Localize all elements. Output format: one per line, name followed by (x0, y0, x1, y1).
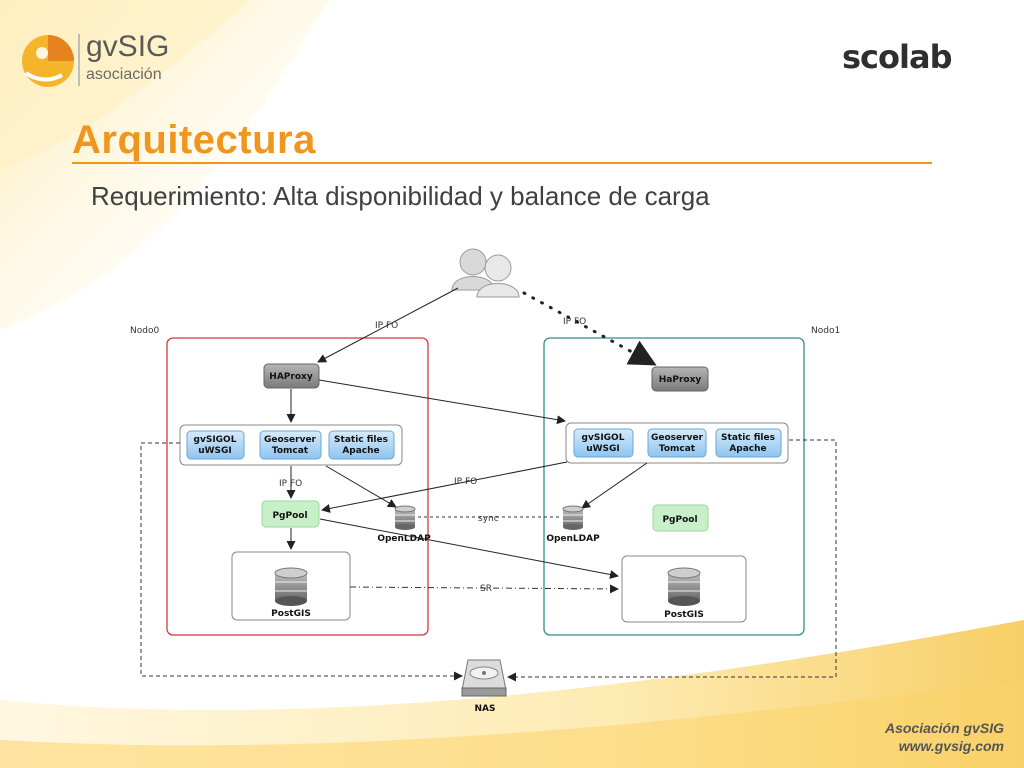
apps1-gvsigol-l2: uWSGI (586, 444, 620, 454)
edge-apps0-ldap0 (325, 465, 397, 508)
edge-label-ipfo-4: IP FO (454, 477, 477, 487)
apps1-static-l2: Apache (729, 444, 766, 454)
edge-label-sr: SR (480, 584, 492, 594)
edge-node1-nas (507, 439, 837, 682)
edge-label-ipfo-3: IP FO (279, 479, 302, 489)
openldap0-icon (394, 505, 416, 530)
haproxy0-label: HAProxy (269, 372, 313, 382)
apps1-gvsigol-l1: gvSIGOL (582, 433, 625, 443)
apps1-static-l1: Static files (721, 433, 775, 443)
edge-users-haproxy0 (317, 287, 459, 363)
apps0-geoserver-l2: Tomcat (272, 446, 309, 456)
nas-label: NAS (475, 704, 496, 714)
apps1-gvsigol-box (573, 428, 634, 458)
edge-apps1-pgpool0 (321, 461, 568, 513)
edge-node0-nas (140, 442, 463, 681)
apps0-gvsigol-l2: uWSGI (198, 446, 232, 456)
gvsig-logo-icon (22, 35, 74, 87)
pgpool0-box (261, 500, 320, 528)
edge-sr (349, 584, 619, 594)
apps0-static-l2: Apache (342, 446, 379, 456)
edge-haproxy0-apps1 (318, 379, 566, 425)
node1-container (543, 337, 805, 636)
postgis1-label: PostGIS (664, 610, 704, 620)
haproxy1-label: HaProxy (659, 375, 702, 385)
haproxy1-box (651, 366, 709, 392)
pgpool1-label: PgPool (662, 515, 697, 525)
node1-label: Nodo1 (811, 326, 840, 336)
apps0-geoserver-box (259, 430, 322, 460)
openldap1-label: OpenLDAP (546, 534, 600, 544)
postgis0-db-icon (274, 567, 308, 606)
edge-label-ipfo-2: IP FO (563, 317, 586, 327)
apps1-geoserver-l2: Tomcat (659, 444, 696, 454)
openldap0-label: OpenLDAP (377, 534, 431, 544)
title-underline (72, 162, 932, 164)
page-subtitle: Requerimiento: Alta disponibilidad y bal… (91, 181, 710, 211)
edge-apps1-ldap1 (581, 462, 648, 509)
apps0-gvsigol-l1: gvSIGOL (194, 435, 237, 445)
nas-drive-icon (461, 659, 507, 697)
logo-divider (78, 34, 80, 86)
logo-gvsig-text: gvSIG (86, 30, 170, 63)
pgpool1-box (652, 504, 709, 532)
apps0-geoserver-l1: Geoserver (264, 435, 317, 445)
logo-asociacion-text: asociación (86, 66, 162, 83)
edge-pgpool0-postgis1 (319, 518, 619, 579)
apps0-static-l1: Static files (334, 435, 388, 445)
edge-label-sync: sync (478, 514, 499, 524)
page-title: Arquitectura (72, 118, 316, 162)
node0-container (166, 337, 429, 636)
openldap1-icon (562, 505, 584, 530)
postgis1-db-icon (667, 567, 701, 606)
apps0-static-box (328, 430, 395, 460)
scolab-logo: scolab (842, 38, 952, 76)
apps1-geoserver-box (647, 428, 707, 458)
footer-website-link[interactable]: www.gvsig.com (898, 738, 1004, 754)
apps0-gvsigol-box (186, 430, 245, 460)
footer-org: Asociación gvSIG (884, 720, 1004, 736)
node0-label: Nodo0 (130, 326, 159, 336)
users-icon (451, 248, 520, 298)
postgis0-label: PostGIS (271, 609, 311, 619)
pgpool0-label: PgPool (272, 511, 307, 521)
edge-label-ipfo-1: IP FO (375, 321, 398, 331)
haproxy0-box (263, 363, 320, 389)
apps1-static-box (715, 428, 782, 458)
apps1-geoserver-l1: Geoserver (651, 433, 704, 443)
